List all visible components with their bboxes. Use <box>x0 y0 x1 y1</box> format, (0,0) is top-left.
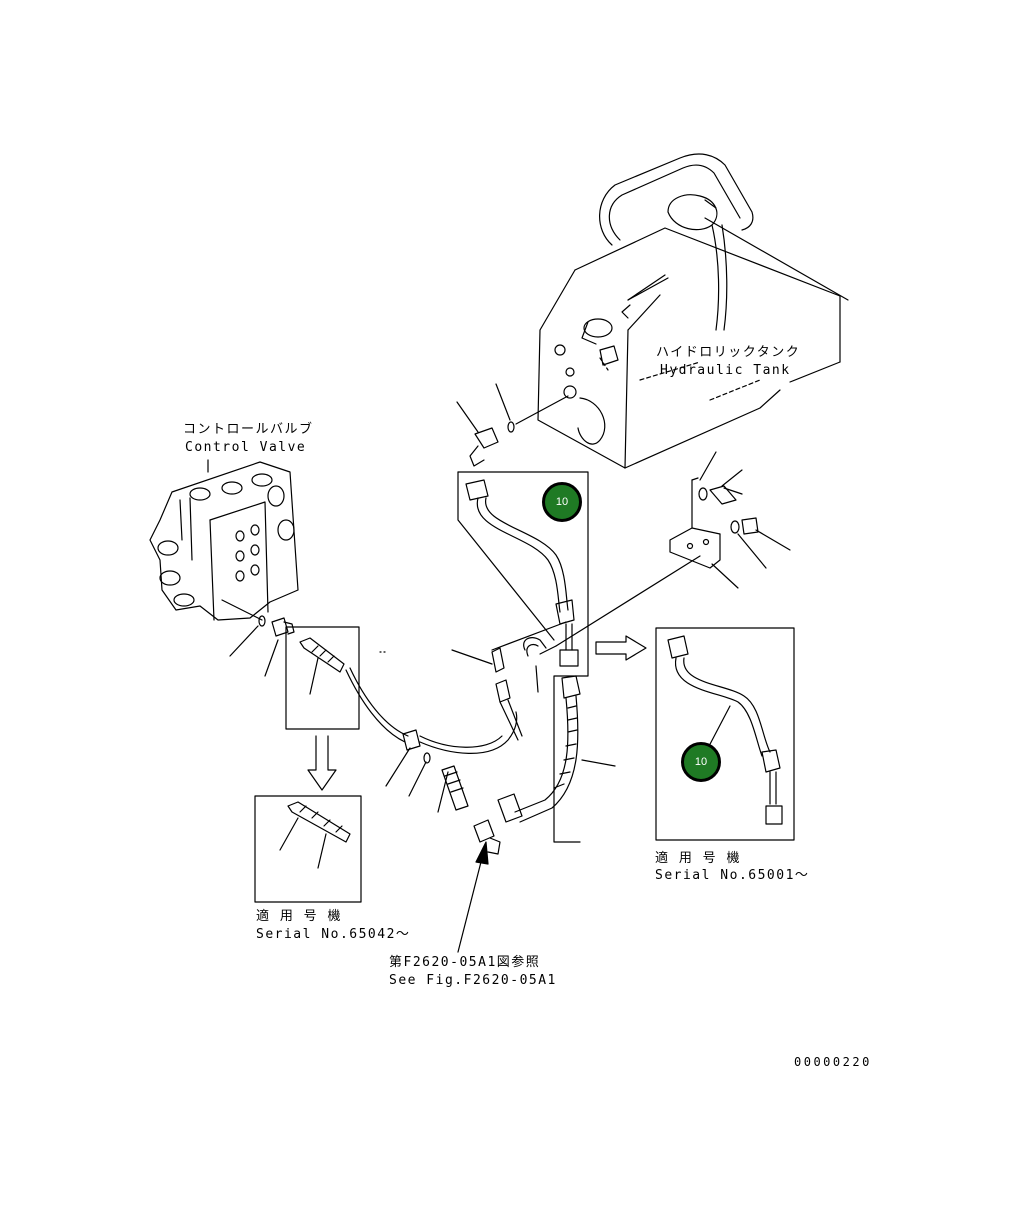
callout-number: 10 <box>694 756 708 768</box>
see-fig-label-en: See Fig.F2620-05A1 <box>389 973 557 988</box>
callout-badge-upper[interactable]: 10 <box>542 482 582 522</box>
control-valve-label-jp: コントロールバルブ <box>183 422 314 437</box>
detail-box-left-upper <box>285 626 360 730</box>
hydraulic-tank-drawing <box>537 153 849 469</box>
serial-label-right: Serial No.65001～ <box>655 868 810 883</box>
hydraulic-tank-label-en: Hydraulic Tank <box>660 363 791 378</box>
see-fig-label-jp: 第F2620-05A1図参照 <box>389 955 541 970</box>
applicable-label-right: 適 用 号 機 <box>655 851 741 866</box>
callout-number: 10 <box>555 496 569 508</box>
drawing-number: 00000220 <box>794 1055 872 1069</box>
hydraulic-tank-label-jp: ハイドロリックタンク <box>656 345 801 360</box>
bottom-elbow-fitting <box>457 819 501 953</box>
valve-hose-and-clamp <box>345 667 518 813</box>
valve-fittings <box>229 615 295 677</box>
arrow-right <box>595 635 647 661</box>
bracket-assembly <box>669 451 791 589</box>
center-fittings <box>451 555 701 741</box>
control-valve-drawing <box>149 459 299 621</box>
tank-elbow-fitting <box>456 383 569 467</box>
detail-box-center <box>457 471 616 843</box>
detail-box-left-lower <box>254 795 362 903</box>
applicable-label-left: 適 用 号 機 <box>256 909 342 924</box>
control-valve-label-en: Control Valve <box>185 440 307 455</box>
detail-box-right <box>655 627 795 841</box>
callout-badge-lower[interactable]: 10 <box>681 742 721 782</box>
serial-label-left: Serial No.65042～ <box>256 927 411 942</box>
arrow-down-left <box>307 735 337 791</box>
